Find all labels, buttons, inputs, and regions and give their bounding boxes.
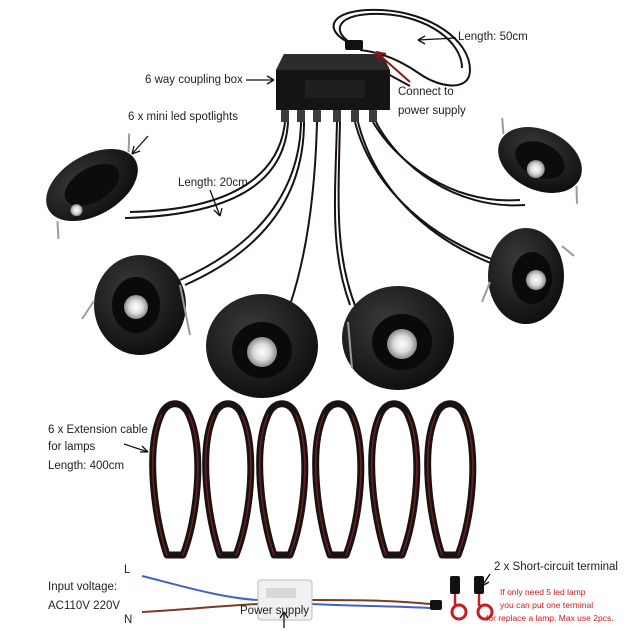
terminal-icon [450, 576, 468, 621]
cable-coil-icon [202, 400, 255, 559]
spotlights-label: 6 x mini led spotlights [128, 111, 238, 123]
cable-coil-icon [368, 400, 421, 559]
cable-coil-icon [256, 400, 309, 559]
lamp-icon [46, 133, 138, 240]
annotation-arrows [123, 35, 491, 628]
length-20-label: Length: 20cm [178, 177, 248, 189]
input-voltage-label-line1: Input voltage: [48, 581, 118, 593]
extension-label-line2: for lamps [48, 441, 96, 453]
extension-label-line1: 6 x Extension cable [48, 424, 148, 436]
lamp-icon [206, 294, 318, 398]
wire-n-label: N [124, 614, 133, 626]
input-plug-icon [345, 40, 363, 50]
output-plug-icon [430, 600, 442, 610]
extension-label-line3: Length: 400cm [48, 460, 125, 472]
note-line3: for replace a lamp. Max use 2pcs. [486, 613, 614, 623]
input-wires [141, 575, 431, 613]
wire-l-label: L [124, 564, 131, 576]
lamp-icon [342, 286, 454, 390]
input-voltage-label-line2: AC110V 220V [48, 600, 121, 612]
connect-label-line1: Connect to [398, 86, 454, 98]
connect-arrow [375, 51, 411, 83]
note-line2: you can put one terminal [500, 600, 594, 610]
connect-label-line2: power supply [398, 105, 466, 117]
cable-coil-icon [424, 400, 477, 559]
note-line1: If only need 5 led lamp [500, 587, 586, 597]
lamp-cables-20cm [124, 121, 526, 309]
coupling-box-label: 6 way coupling box [145, 74, 243, 86]
coupling-box-icon [276, 54, 390, 122]
length-50-label: Length: 50cm [458, 31, 528, 43]
power-supply-label: Power supply [240, 605, 310, 617]
extension-cables [149, 400, 477, 559]
power-supply-icon [257, 579, 313, 621]
lamp-icon [81, 255, 191, 355]
lamp-icon [481, 228, 575, 324]
short-circuit-label: 2 x Short-circuit terminal [494, 561, 618, 573]
cable-coil-icon [312, 400, 365, 559]
cable-coil-icon [149, 400, 202, 559]
lamp-icon [498, 118, 582, 204]
